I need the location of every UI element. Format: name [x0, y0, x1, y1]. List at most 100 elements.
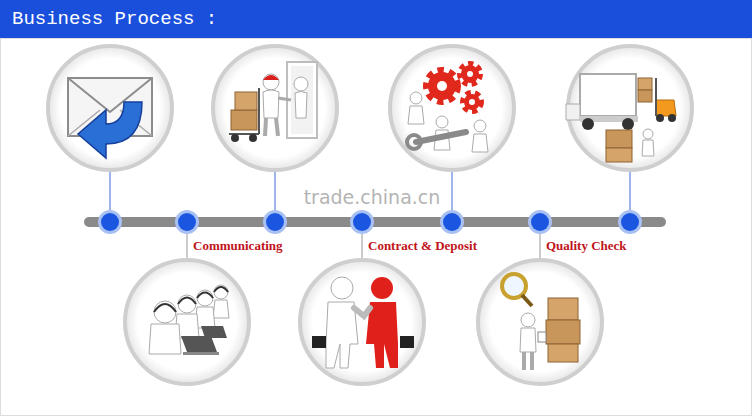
truck-icon: [566, 74, 676, 162]
headset-icon: [178, 295, 196, 313]
inspection-icon: [546, 320, 580, 344]
truck-icon: [668, 114, 676, 122]
page-border: [1, 39, 752, 416]
gears-icon: [469, 99, 475, 105]
truck-icon: [606, 130, 632, 148]
truck-icon: [643, 129, 653, 139]
inspection-icon: [521, 313, 535, 327]
timeline-dot: [98, 210, 122, 234]
truck-icon: [638, 90, 652, 102]
handshake-icon: [400, 336, 414, 348]
handshake-icon: [371, 277, 393, 299]
timeline-dot: [175, 210, 199, 234]
headset-icon: [183, 352, 219, 355]
timeline-dot: [531, 213, 549, 231]
truck-icon: [655, 78, 657, 116]
timeline-dot: [440, 210, 464, 234]
inspection-icon: [522, 352, 526, 370]
inspection-icon: [530, 352, 534, 370]
gears-icon: [407, 135, 421, 149]
truck-icon: [566, 104, 580, 120]
truck-icon: [656, 114, 664, 122]
truck-icon: [656, 100, 676, 116]
step-label: Communicating: [191, 238, 285, 254]
truck-icon: [638, 78, 652, 90]
delivery-icon: [295, 92, 307, 119]
timeline-dot: [266, 213, 284, 231]
headset-icon: [181, 336, 217, 352]
watermark: trade.china.cn: [304, 186, 441, 208]
delivery-icon: [249, 134, 257, 142]
delivery-icon: [291, 66, 313, 134]
headset-icon: [149, 285, 229, 354]
timeline-dot: [621, 213, 639, 231]
inspection-icon: [548, 344, 578, 362]
truck-icon: [606, 148, 632, 162]
gears-icon: [464, 94, 480, 110]
step-label: Contract & Deposit: [366, 238, 479, 254]
delivery-icon: [231, 110, 257, 130]
headset-icon: [154, 287, 228, 312]
headset-icon: [154, 301, 176, 323]
handshake-icon: [312, 336, 326, 348]
handshake-icon: [354, 308, 370, 316]
gears-icon: [428, 72, 456, 100]
delivery-icon: [276, 118, 278, 136]
timeline-dot: [178, 213, 196, 231]
envelope-icon: [78, 102, 142, 158]
timeline-dot: [353, 213, 371, 231]
envelope-icon: [68, 78, 152, 158]
gears-icon: [436, 116, 448, 128]
icon-circle: [48, 46, 172, 170]
handshake-icon: [312, 277, 414, 368]
truck-icon: [622, 118, 634, 130]
headset-icon: [181, 326, 227, 355]
inspection-icon: [502, 274, 526, 298]
inspection-icon: [522, 295, 532, 306]
icon-circle: [125, 260, 249, 384]
stem-line: [451, 172, 453, 212]
inspection-icon: [520, 328, 536, 352]
headset-icon: [214, 285, 228, 299]
stem-line: [109, 172, 111, 212]
timeline-dot: [263, 210, 287, 234]
truck-icon: [580, 74, 636, 116]
headset-icon: [149, 285, 229, 355]
step-label: Quality Check: [544, 238, 629, 254]
icon-circle: [390, 46, 514, 170]
stem-line: [187, 230, 188, 258]
timeline-dot: [618, 210, 642, 234]
headset-icon: [214, 287, 228, 292]
timeline-dot: [350, 210, 374, 234]
icon-circle: [568, 46, 692, 170]
delivery-icon: [287, 62, 317, 138]
gears-icon: [467, 71, 473, 77]
inspection-icon: [502, 274, 580, 370]
header-band: [0, 0, 752, 38]
headset-icon: [197, 290, 213, 306]
handshake-icon: [326, 302, 358, 368]
headset-icon: [154, 304, 176, 312]
delivery-icon: [229, 62, 317, 142]
headset-icon: [178, 298, 196, 305]
truck-icon: [642, 140, 654, 156]
timeline-dot: [98, 210, 642, 234]
truck-icon: [582, 118, 594, 130]
icon-circle: [478, 260, 602, 384]
inspection-icon: [538, 332, 546, 342]
timeline-dot: [443, 213, 461, 231]
delivery-icon: [294, 77, 308, 91]
gears-icon: [437, 81, 447, 91]
stem-line: [274, 172, 276, 212]
gears-icon: [472, 134, 488, 152]
delivery-icon: [231, 134, 239, 142]
stem-line: [110, 172, 630, 258]
gears-icon: [460, 64, 480, 84]
handshake-icon: [331, 277, 353, 299]
stem-line: [629, 172, 631, 212]
delivery-icon: [265, 118, 266, 136]
inspection-icon: [548, 298, 578, 320]
headset-icon: [213, 300, 229, 318]
